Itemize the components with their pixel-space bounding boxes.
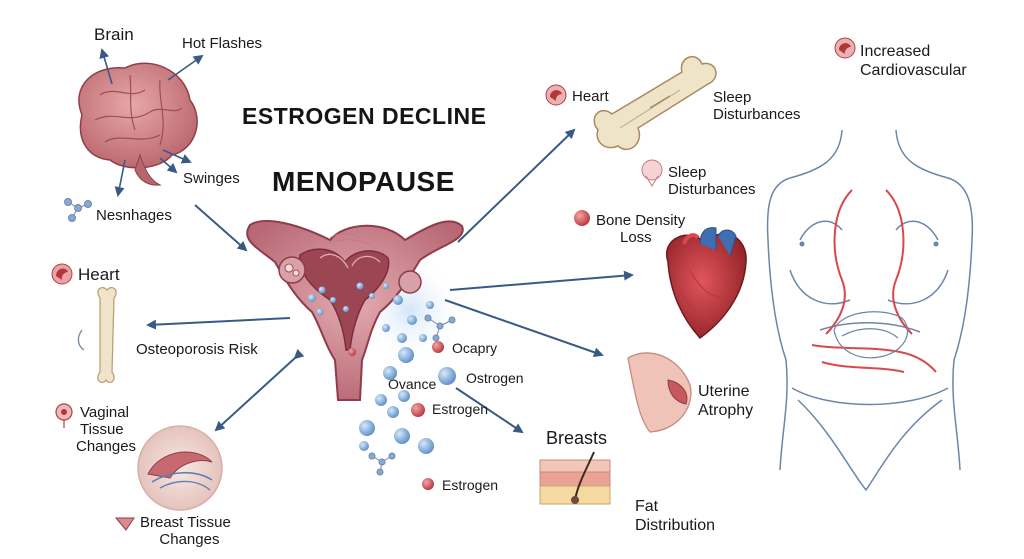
label-breast-changes: Changes (159, 531, 220, 548)
label-uterine-atrophy: Uterine Atrophy (698, 382, 753, 420)
label-sleep-disturbances-2: Sleep Disturbances (668, 164, 756, 198)
label-heart-left: Heart (78, 265, 120, 284)
label-fat-distribution: Fat Distribution (635, 497, 715, 535)
body-organ-outline (833, 311, 908, 359)
arrow-swinges-1 (162, 149, 192, 164)
label-nesnhages: Nesnhages (96, 207, 172, 224)
arrow-heart-right (449, 270, 634, 291)
body-red-vessels (811, 189, 937, 373)
label-bone-density-loss: Bone Density Loss (596, 212, 685, 246)
estrogen-molecules (359, 295, 456, 476)
heart-icon-left (51, 263, 73, 285)
label-breast-tissue: Breast Tissue (140, 514, 231, 531)
arrow-breast-tissue (214, 348, 305, 432)
label-estrogen-mid: Estrogen (432, 401, 489, 417)
arrow-breasts (455, 387, 524, 434)
label-ostrogen: Ostrogen (466, 370, 524, 386)
arrow-brain-up (99, 48, 113, 85)
label-loss: Loss (620, 229, 652, 246)
label-vaginal: Vaginal (80, 404, 129, 421)
label-sleep-1: Sleep (713, 89, 752, 106)
label-ovance: Ovance (388, 376, 437, 392)
heart-illustration (665, 227, 747, 340)
arrow-osteoporosis (146, 317, 291, 330)
breast-tissue-circle (137, 425, 223, 511)
label-ocapry: Ocapry (452, 340, 498, 356)
label-breast-tissue-changes: Breast Tissue Changes (140, 514, 231, 548)
label-brain: Brain (94, 25, 134, 44)
uterine-atrophy-illustration (627, 352, 692, 433)
label-osteoporosis-risk: Osteoporosis Risk (136, 341, 258, 358)
label-sleep-disturbances-1: Sleep Disturbances (713, 89, 801, 123)
bone-illustration-top (593, 55, 717, 151)
body-nipple-right (933, 241, 939, 247)
arrow-top-right (457, 128, 576, 243)
label-uterine: Uterine (698, 383, 750, 400)
vaginal-tissue-icon (55, 403, 73, 428)
brain-illustration (78, 62, 198, 186)
label-distribution: Distribution (635, 517, 716, 534)
arrow-hot-flashes (167, 54, 204, 81)
body-outline (766, 129, 974, 492)
skin-layers-illustration (539, 451, 611, 505)
breast-tissue-small-icon (114, 517, 135, 531)
label-fat: Fat (635, 498, 659, 515)
dot-ocapry (432, 341, 444, 353)
title-menopause: MENOPAUSE (272, 166, 455, 197)
label-bone-density: Bone Density (596, 212, 686, 229)
label-tissue: Tissue (80, 421, 124, 438)
arrow-into-uterus (194, 204, 248, 252)
label-breasts: Breasts (546, 428, 608, 448)
arrow-nesnhages (114, 159, 126, 197)
arrow-swinges-2 (159, 157, 178, 174)
bone-density-dot (574, 210, 590, 226)
label-increased: Increased (860, 43, 931, 60)
heart-icon-top (545, 84, 567, 106)
bone-icon-left (77, 286, 117, 384)
label-vaginal-tissue-changes: Vaginal Tissue Changes (76, 404, 136, 455)
label-estrogen-low: Estrogen (442, 477, 499, 493)
increased-cardiovascular-icon (834, 37, 856, 59)
label-increased-cardiovascular: Increased Cardiovascular (860, 42, 967, 80)
arrow-uterine-atrophy (444, 299, 604, 358)
label-swinges: Swinges (183, 170, 240, 187)
label-cardiovascular: Cardiovascular (860, 62, 967, 79)
label-changes: Changes (76, 438, 137, 455)
label-sleep-2: Sleep (668, 164, 707, 181)
label-disturbances-1: Disturbances (713, 106, 801, 123)
uterus-illustration (246, 219, 464, 401)
label-hot-flashes: Hot Flashes (182, 35, 263, 52)
molecule-icon-left (64, 198, 92, 222)
label-atrophy: Atrophy (698, 402, 754, 419)
label-disturbances-2: Disturbances (668, 181, 756, 198)
dot-estrogen-mid (411, 403, 425, 417)
sleep-icon (641, 159, 663, 187)
dot-estrogen-low (422, 478, 434, 490)
label-heart-top: Heart (572, 88, 609, 105)
title-estrogen-decline: ESTROGEN DECLINE (242, 103, 487, 129)
body-nipple-left (799, 241, 805, 247)
